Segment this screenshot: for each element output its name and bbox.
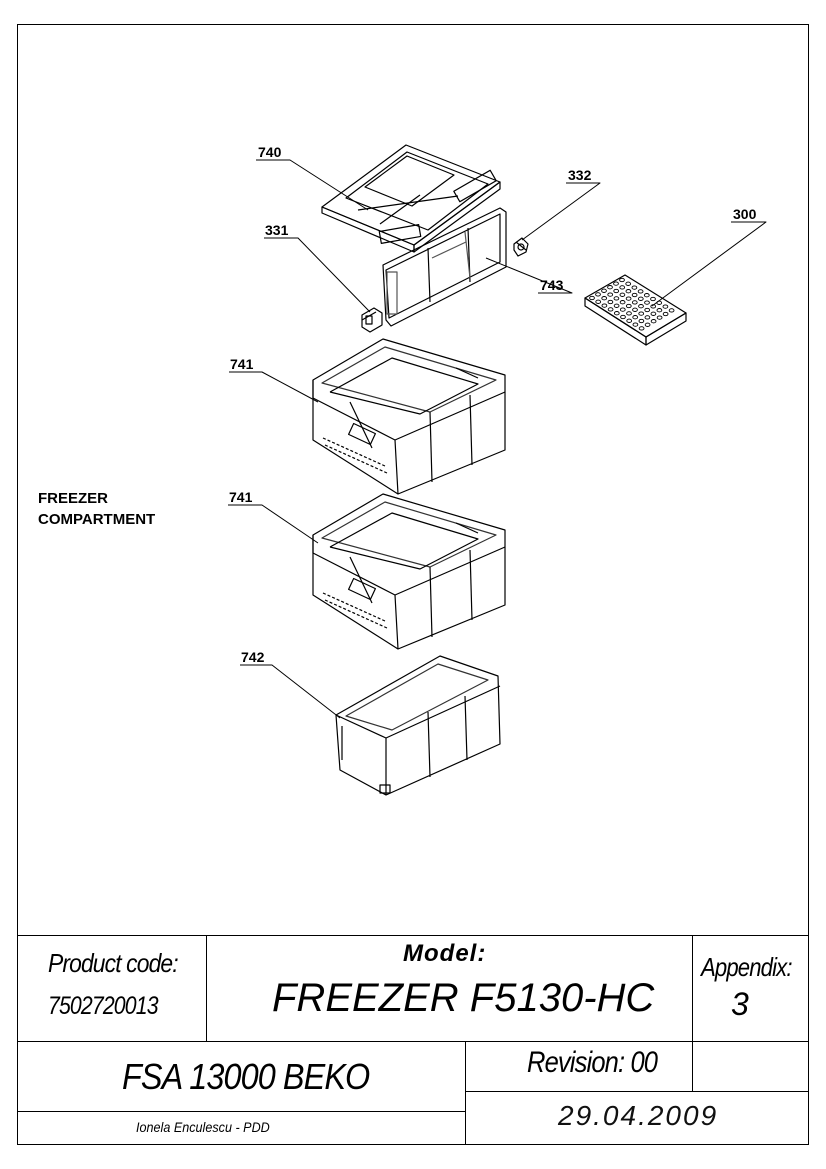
ice-cell — [662, 311, 669, 317]
part-740-shelf-frame — [321, 144, 501, 253]
ice-cell — [625, 289, 632, 294]
section-label-line1: FREEZER — [38, 490, 109, 507]
part-label-743: 743 — [540, 277, 564, 293]
ice-cell — [607, 307, 614, 312]
part-743-flap — [382, 207, 507, 327]
revision: Revision: 00 — [527, 1046, 658, 1079]
title-block-divider-4 — [692, 1041, 693, 1091]
ice-cell — [650, 319, 657, 324]
ice-cell — [638, 304, 644, 309]
ice-cell — [638, 326, 645, 331]
ice-cell — [632, 322, 639, 327]
date: 29.04.2009 — [558, 1100, 719, 1131]
ice-cell — [631, 292, 638, 298]
section-label-line2: COMPARTMENT — [38, 511, 156, 528]
appendix-value: 3 — [731, 986, 749, 1022]
ice-cell — [632, 307, 638, 312]
part-742-drawer-bottom — [335, 655, 501, 796]
model-label: Model: — [403, 940, 487, 967]
part-332-hinge — [513, 237, 529, 257]
part-741-drawer-upper — [312, 338, 506, 495]
part-label-331: 331 — [265, 222, 289, 238]
document-code: FSA 13000 BEKO — [122, 1056, 370, 1097]
product-code-label: Product code: — [48, 948, 179, 978]
ice-cell — [637, 289, 644, 294]
ice-cell — [613, 281, 619, 286]
ice-cell — [650, 296, 656, 302]
ice-cell — [601, 288, 607, 293]
ice-cell — [601, 303, 608, 308]
title-block-date-rule — [465, 1091, 809, 1092]
ice-cell — [619, 285, 626, 290]
leader-lines — [228, 159, 767, 719]
ice-cell — [619, 300, 626, 305]
part-label-740: 740 — [258, 144, 282, 160]
part-label-332: 332 — [568, 167, 592, 183]
part-300-ice-tray — [584, 274, 687, 346]
ice-cell — [601, 296, 608, 301]
ice-cell — [626, 311, 632, 316]
ice-cell — [656, 308, 663, 313]
ice-cell — [637, 296, 644, 301]
ice-cell — [626, 318, 633, 323]
ice-cell — [668, 308, 675, 313]
part-741-drawer-lower — [312, 493, 506, 650]
author: Ionela Enculescu - PDD — [136, 1119, 270, 1135]
title-block-top-rule — [17, 935, 809, 936]
ice-cell — [589, 295, 595, 301]
ice-cell — [644, 322, 651, 327]
part-label-741-lower: 741 — [229, 489, 253, 505]
ice-cell — [662, 304, 669, 309]
ice-cell — [619, 292, 626, 297]
ice-cell — [613, 303, 620, 308]
title-block-divider-1 — [206, 935, 207, 1041]
ice-cell — [613, 288, 620, 294]
ice-cell — [613, 296, 620, 301]
ice-cell — [638, 318, 645, 324]
drawing-sheet-border — [17, 24, 809, 1145]
part-label-741-upper: 741 — [230, 356, 254, 372]
ice-cell — [625, 281, 632, 286]
part-label-742: 742 — [241, 649, 265, 665]
ice-cell — [619, 277, 625, 283]
ice-cell — [607, 299, 614, 305]
ice-cell — [620, 314, 626, 320]
part-number-labels: 740 332 300 331 743 741 741 742 — [229, 144, 757, 665]
ice-cell — [613, 311, 620, 316]
ice-cell — [644, 307, 651, 313]
ice-cell — [607, 292, 614, 297]
ice-cell — [625, 296, 632, 301]
product-code-value: 7502720013 — [48, 992, 159, 1020]
ice-cell — [632, 315, 639, 320]
ice-cell — [644, 315, 651, 320]
ice-cell — [607, 285, 613, 290]
title-block-divider-3 — [465, 1041, 466, 1145]
ice-cell — [644, 300, 650, 305]
part-331-clip — [361, 307, 383, 333]
title-block-mid-rule — [17, 1041, 809, 1042]
ice-cell — [638, 311, 645, 316]
ice-cell — [656, 315, 663, 320]
ice-cell — [650, 311, 657, 316]
ice-cell — [631, 285, 638, 290]
appendix-label: Appendix: — [701, 952, 793, 982]
ice-cell — [595, 292, 601, 297]
ice-cell — [643, 293, 650, 298]
section-label: FREEZER COMPARTMENT — [38, 488, 155, 530]
model-value: FREEZER F5130-HC — [272, 976, 655, 1020]
title-block-divider-2 — [692, 935, 693, 1041]
part-label-300: 300 — [733, 206, 757, 222]
ice-cell — [595, 299, 602, 304]
ice-cell — [625, 303, 632, 309]
ice-cell — [619, 307, 626, 312]
ice-cell — [631, 300, 638, 305]
title-block-author-rule — [17, 1111, 465, 1112]
